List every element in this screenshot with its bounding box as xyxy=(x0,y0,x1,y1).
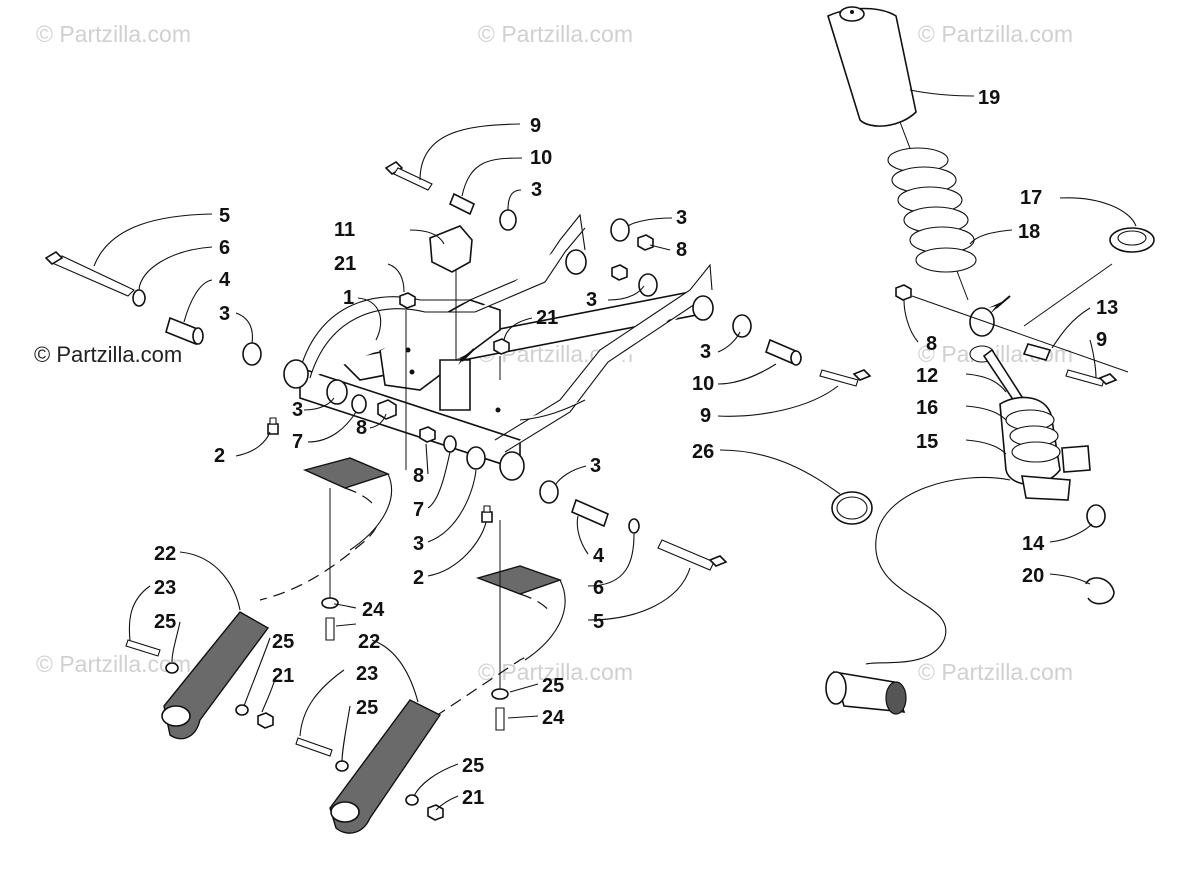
callout-7-lower-left: 7 xyxy=(292,431,303,453)
a-arm-frame xyxy=(283,213,714,481)
callout-25-center: 25 xyxy=(356,697,378,719)
callout-16: 16 xyxy=(916,397,938,419)
callout-23-left: 23 xyxy=(154,577,176,599)
watermark-top-center: © Partzilla.com xyxy=(478,21,633,47)
callout-8-top-right: 8 xyxy=(676,239,687,261)
callout-22-center: 22 xyxy=(358,631,380,653)
leader-lines xyxy=(93,89,1137,811)
callout-21-lower-left: 21 xyxy=(272,665,294,687)
callout-24-upper: 24 xyxy=(362,599,385,621)
callout-2-left: 2 xyxy=(214,445,225,467)
callout-8-lower-left: 8 xyxy=(356,417,367,439)
lower-arms xyxy=(125,597,509,834)
callout-3-top-right: 3 xyxy=(676,207,687,229)
callout-18: 18 xyxy=(1018,221,1040,243)
callout-3-center: 3 xyxy=(586,289,597,311)
callout-8-shock: 8 xyxy=(926,333,937,355)
callout-5-right: 5 xyxy=(593,611,604,633)
callout-12: 12 xyxy=(916,365,938,387)
callout-25-bottom: 25 xyxy=(462,755,484,777)
callout-24-lower: 24 xyxy=(542,707,565,729)
callout-9-top: 9 xyxy=(530,115,541,137)
shock-assembly xyxy=(825,6,1155,715)
callout-15: 15 xyxy=(916,431,938,453)
callout-3-lower-right: 3 xyxy=(590,455,601,477)
callout-21-upper: 21 xyxy=(334,253,356,275)
callout-21-center: 21 xyxy=(536,307,558,329)
callout-14: 14 xyxy=(1022,533,1045,555)
watermark-top-left: © Partzilla.com xyxy=(36,21,191,47)
callout-5-left: 5 xyxy=(219,205,230,227)
callout-19: 19 xyxy=(978,87,1000,109)
callout-3-top: 3 xyxy=(531,179,542,201)
hardware-left xyxy=(44,250,397,435)
callout-4-left: 4 xyxy=(219,269,231,291)
callout-13: 13 xyxy=(1096,297,1118,319)
watermark-bottom-right: © Partzilla.com xyxy=(918,659,1073,685)
callout-11: 11 xyxy=(334,219,355,241)
callout-8-center: 8 xyxy=(413,465,424,487)
callout-3-center-low: 3 xyxy=(413,533,424,555)
callout-9-shock: 9 xyxy=(1096,329,1107,351)
callout-22-left: 22 xyxy=(154,543,176,565)
callout-25-right: 25 xyxy=(542,675,564,697)
watermark-top-right: © Partzilla.com xyxy=(918,21,1073,47)
callout-10-top: 10 xyxy=(530,147,552,169)
callout-2-center: 2 xyxy=(413,567,424,589)
hardware-right xyxy=(732,314,872,387)
rail-slides xyxy=(259,457,566,721)
watermark-bottom-left: © Partzilla.com xyxy=(36,651,191,677)
callout-6-left: 6 xyxy=(219,237,230,259)
callout-25-left: 25 xyxy=(154,611,176,633)
callout-7-center: 7 xyxy=(413,499,424,521)
callout-3-left: 3 xyxy=(219,303,230,325)
callout-10-right: 10 xyxy=(692,373,714,395)
copyright-label: © Partzilla.com xyxy=(34,342,182,367)
callout-23-center: 23 xyxy=(356,663,378,685)
callout-9-right: 9 xyxy=(700,405,711,427)
callout-3-right: 3 xyxy=(700,341,711,363)
callout-6-right: 6 xyxy=(593,577,604,599)
callout-26: 26 xyxy=(692,441,714,463)
callout-20: 20 xyxy=(1022,565,1044,587)
callout-21-bottom: 21 xyxy=(462,787,484,809)
callout-4-right: 4 xyxy=(593,545,605,567)
callouts: 9 10 3 3 8 11 21 5 6 4 3 1 21 3 3 10 9 3… xyxy=(154,87,1118,809)
callout-25-mid: 25 xyxy=(272,631,294,653)
watermark-bottom-center: © Partzilla.com xyxy=(478,659,633,685)
hardware-top xyxy=(384,160,658,470)
callout-17: 17 xyxy=(1020,187,1042,209)
shock-spring xyxy=(887,147,977,273)
callout-3-lower-left: 3 xyxy=(292,399,303,421)
callout-1: 1 xyxy=(343,287,354,309)
